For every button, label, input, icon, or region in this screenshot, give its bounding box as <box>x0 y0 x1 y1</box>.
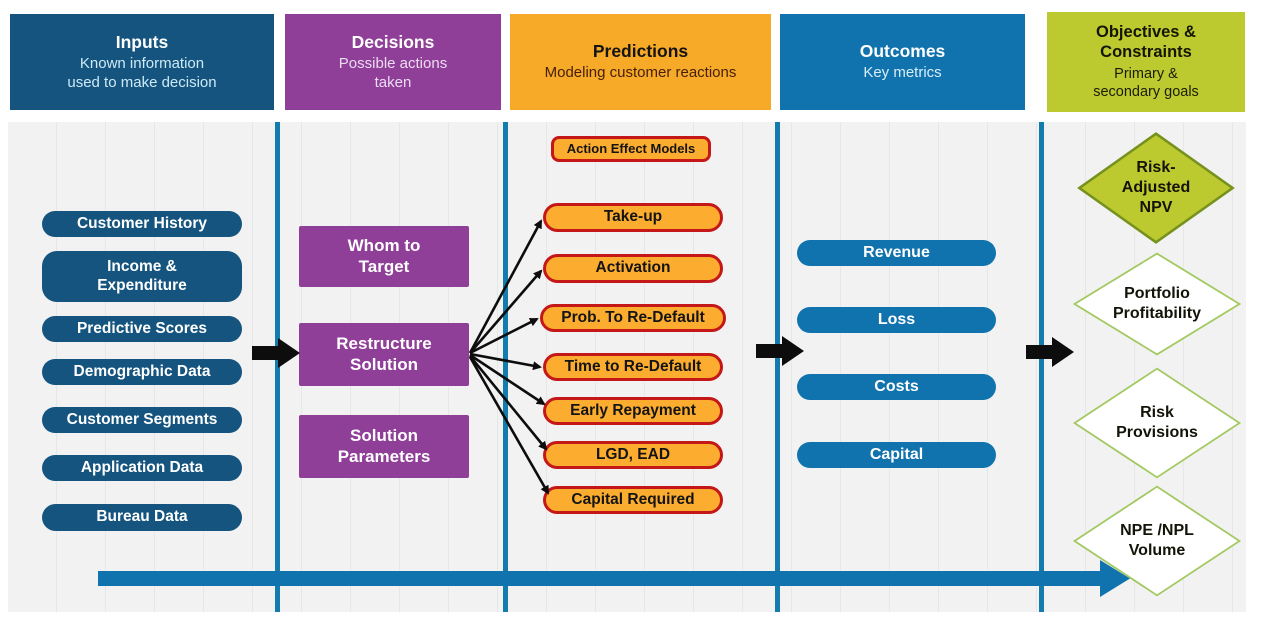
column-divider <box>775 122 780 612</box>
prediction-pill-prob-to-re-default: Prob. To Re-Default <box>540 304 726 332</box>
objective-diamond-npe-npl-volume: NPE /NPL Volume <box>1072 485 1242 597</box>
diamond-shape-icon <box>1072 367 1242 479</box>
header-decisions: Decisions Possible actions taken <box>285 14 501 110</box>
outcome-pill-costs: Costs <box>797 374 996 400</box>
decision-box-whom-to-target: Whom to Target <box>299 226 469 287</box>
prediction-pill-take-up: Take-up <box>543 203 723 232</box>
header-objectives-subtitle: Primary & secondary goals <box>1093 65 1199 100</box>
objective-diamond-label: Risk Provisions <box>1116 404 1198 441</box>
header-predictions-subtitle: Modeling customer reactions <box>544 64 737 82</box>
objective-diamond-risk-provisions: Risk Provisions <box>1072 367 1242 479</box>
input-pill-customer-history: Customer History <box>42 211 242 237</box>
header-inputs-subtitle: Known information used to make decision <box>67 54 217 91</box>
objective-diamond-label: Portfolio Profitability <box>1112 285 1201 322</box>
header-inputs: Inputs Known information used to make de… <box>10 14 274 110</box>
input-pill-application-data: Application Data <box>42 455 242 481</box>
input-pill-bureau-data: Bureau Data <box>42 504 242 531</box>
header-decisions-subtitle: Possible actions taken <box>338 54 448 91</box>
outcome-pill-loss: Loss <box>797 307 996 333</box>
header-outcomes-title: Outcomes <box>859 41 946 62</box>
outcome-pill-revenue: Revenue <box>797 240 996 266</box>
diamond-shape-icon <box>1072 252 1242 356</box>
objective-diamond-risk-adjusted-npv: Risk- Adjusted NPV <box>1077 132 1235 244</box>
column-divider <box>275 122 280 612</box>
diamond-shape-icon <box>1077 132 1235 244</box>
column-divider <box>503 122 508 612</box>
header-predictions-title: Predictions <box>592 41 689 62</box>
header-objectives-title: Objectives & Constraints <box>1096 23 1196 61</box>
input-pill-demographic-data: Demographic Data <box>42 359 242 385</box>
action-effect-models-badge: Action Effect Models <box>551 136 711 162</box>
objective-diamond-label: NPE /NPL Volume <box>1120 522 1194 559</box>
input-pill-income-expenditure: Income & Expenditure <box>42 251 242 302</box>
objective-diamond-portfolio-profitability: Portfolio Profitability <box>1072 252 1242 356</box>
header-objectives: Objectives & Constraints Primary & secon… <box>1047 12 1245 112</box>
prediction-pill-early-repayment: Early Repayment <box>543 397 723 425</box>
input-pill-predictive-scores: Predictive Scores <box>42 316 242 342</box>
header-outcomes-subtitle: Key metrics <box>863 64 942 82</box>
column-divider <box>1039 122 1044 612</box>
decision-box-solution-parameters: Solution Parameters <box>299 415 469 478</box>
header-outcomes: Outcomes Key metrics <box>780 14 1025 110</box>
header-inputs-title: Inputs <box>115 31 169 52</box>
prediction-pill-time-to-re-default: Time to Re-Default <box>543 353 723 381</box>
decision-box-restructure-solution: Restructure Solution <box>299 323 469 386</box>
header-predictions: Predictions Modeling customer reactions <box>510 14 771 110</box>
prediction-pill-lgd-ead: LGD, EAD <box>543 441 723 469</box>
header-decisions-title: Decisions <box>351 31 435 52</box>
outcome-pill-capital: Capital <box>797 442 996 468</box>
prediction-pill-activation: Activation <box>543 254 723 283</box>
prediction-pill-capital-required: Capital Required <box>543 486 723 514</box>
objective-diamond-label: Risk- Adjusted NPV <box>1121 159 1191 216</box>
input-pill-customer-segments: Customer Segments <box>42 407 242 433</box>
